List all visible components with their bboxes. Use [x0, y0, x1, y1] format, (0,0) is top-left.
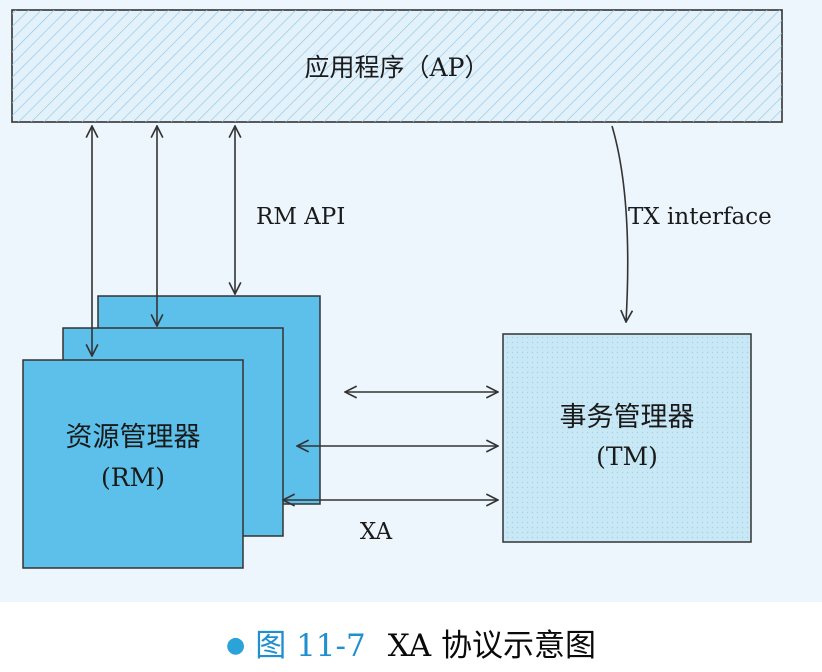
application-bar: 应用程序（AP） [11, 9, 783, 123]
figure-caption: ● 图 11-7 XA 协议示意图 [0, 620, 822, 668]
figure-title: XA 协议示意图 [387, 628, 596, 664]
xa-arrows [283, 392, 498, 500]
rm-name-label: 资源管理器 [66, 422, 201, 453]
tx-interface-arrow [611, 125, 628, 322]
rm-abbr-label: (RM) [101, 463, 165, 492]
rm-api-arrows [92, 126, 235, 356]
diagram-panel: 应用程序（AP） 资源管理器 (RM) 事务管理器 (TM) RM API TX… [0, 0, 822, 602]
caption-bullet-icon: ● [226, 633, 246, 658]
rm-api-label: RM API [256, 204, 345, 230]
transaction-manager-box: 事务管理器 (TM) [502, 333, 752, 543]
tm-abbr-label: (TM) [596, 442, 658, 471]
xa-label: XA [360, 519, 393, 545]
rm-box-front [22, 359, 244, 569]
resource-manager-stack: 资源管理器 (RM) [22, 295, 321, 569]
tm-name-label: 事务管理器 [560, 402, 695, 433]
figure-number: 图 11-7 [255, 628, 366, 664]
tx-interface-label: TX interface [628, 204, 772, 230]
application-label: 应用程序（AP） [305, 53, 490, 82]
